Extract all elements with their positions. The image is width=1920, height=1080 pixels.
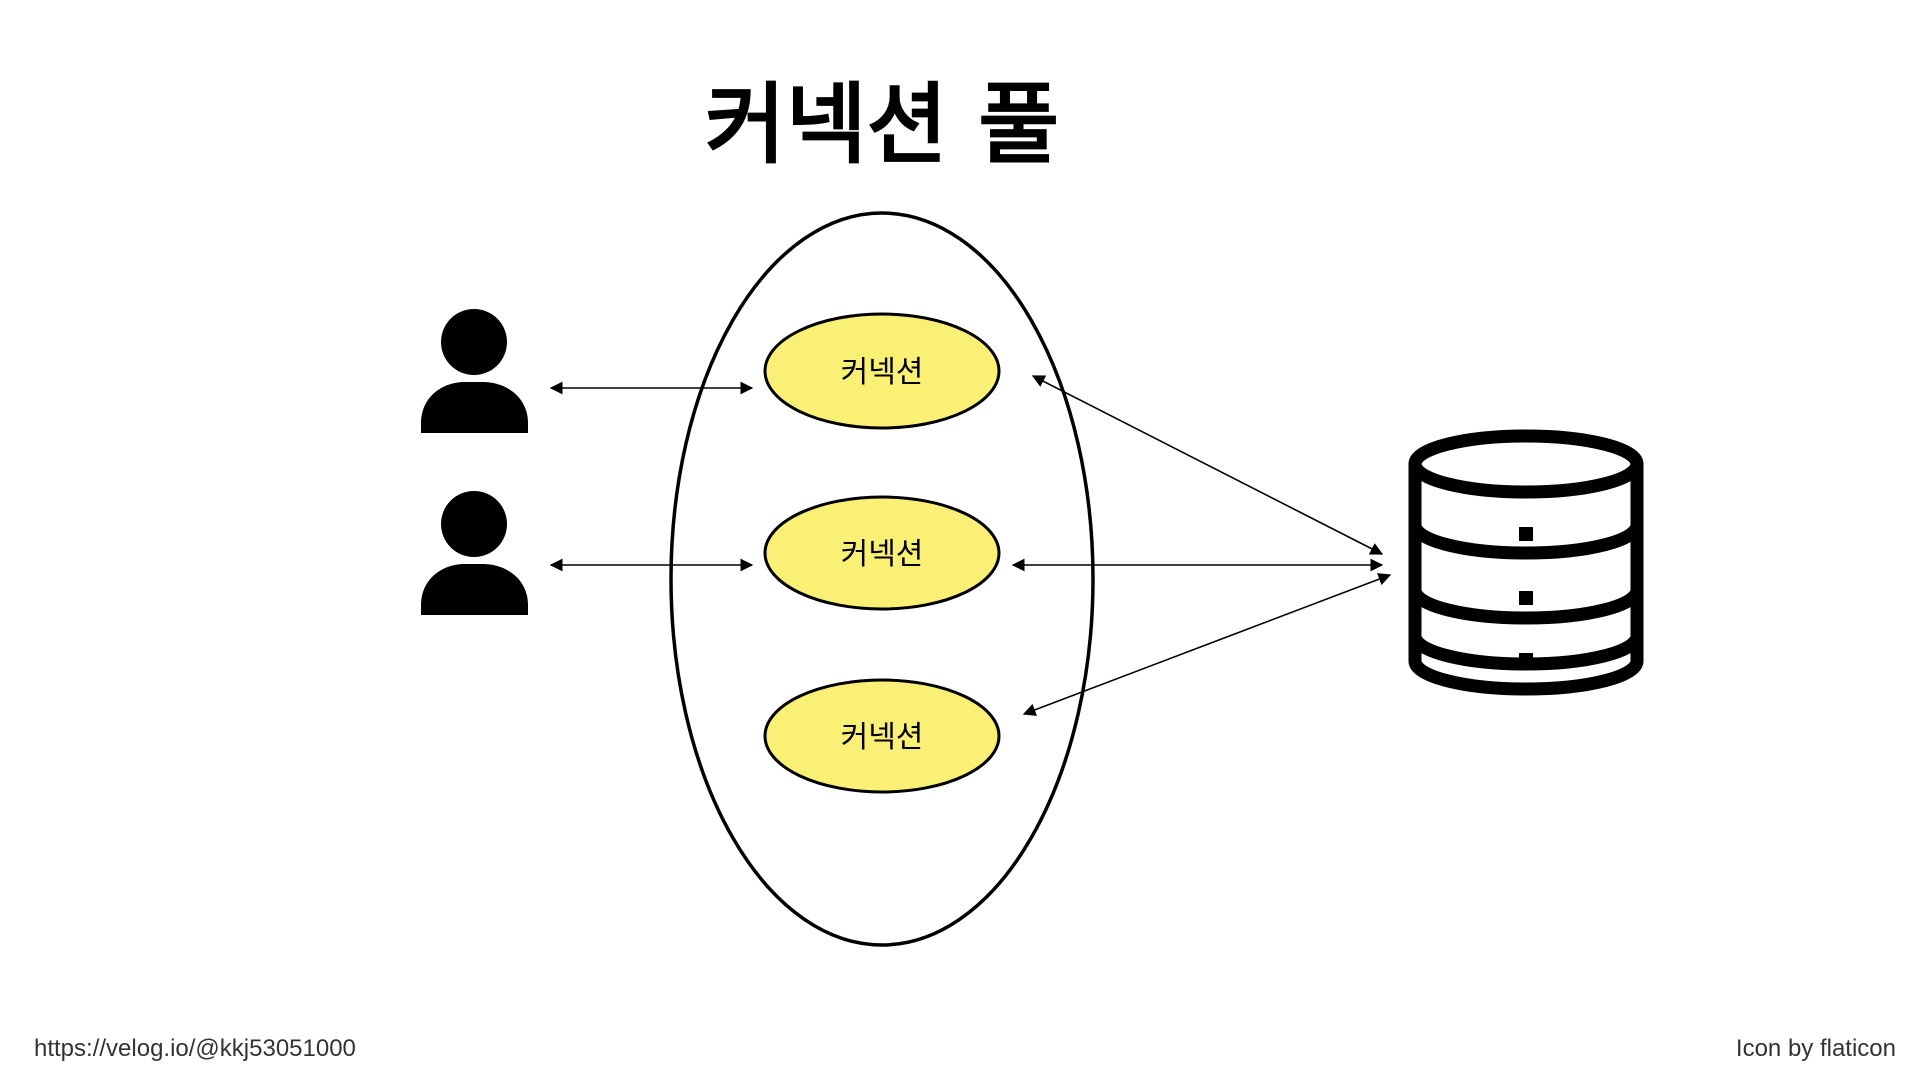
connection3-database-arrow [1022, 573, 1392, 716]
database-icon [1408, 429, 1644, 696]
connection-label: 커넥션 [841, 355, 924, 390]
connection-shape [763, 495, 1001, 611]
user-icon [421, 309, 528, 433]
diagram-title: 커넥션 풀 [705, 73, 1059, 176]
connection-label: 커넥션 [841, 720, 924, 755]
connection-node: 커넥션 [763, 678, 1001, 794]
connection-shape [763, 678, 1001, 794]
connection1-database-arrow [1031, 375, 1384, 555]
connection-shape [763, 312, 1001, 430]
connection-node: 커넥션 [763, 312, 1001, 430]
connection-label: 커넥션 [841, 537, 924, 572]
connection-node: 커넥션 [763, 495, 1001, 611]
source-url: https://velog.io/@kkj53051000 [34, 1035, 356, 1062]
user-icon [421, 491, 528, 615]
icon-credit: Icon by flaticon [1735, 1035, 1896, 1062]
